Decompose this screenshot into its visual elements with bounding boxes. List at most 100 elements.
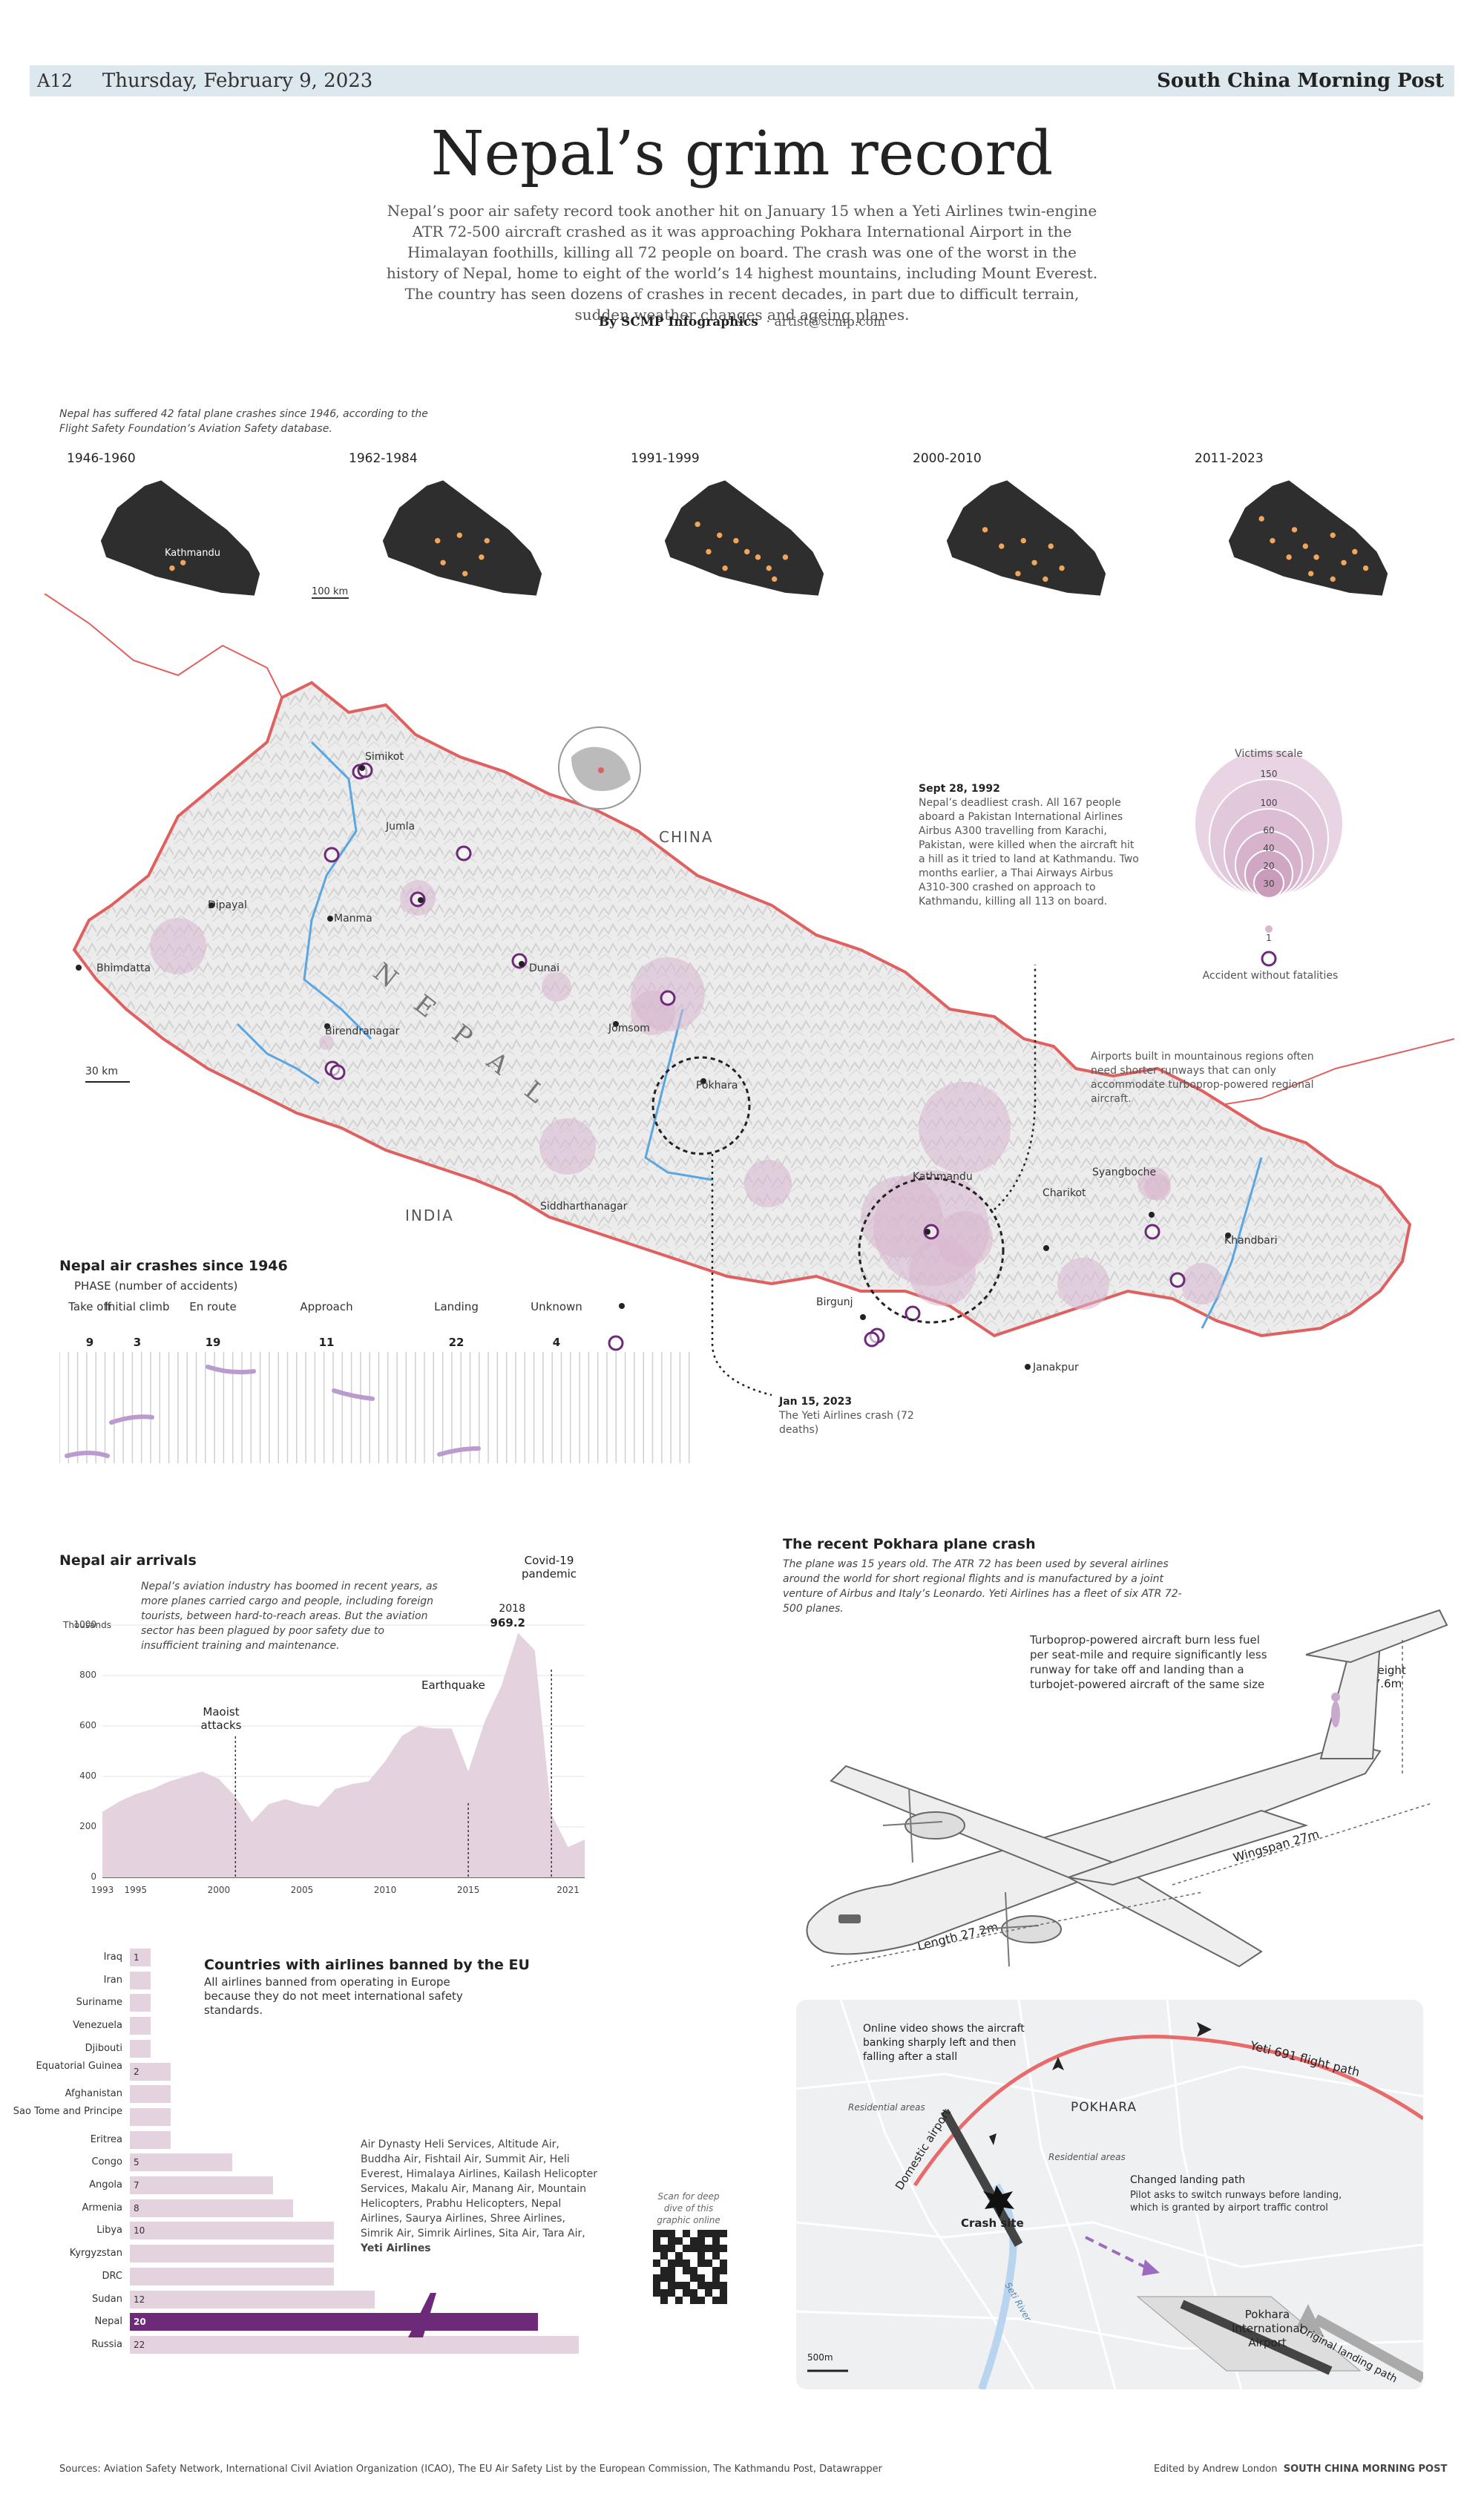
- crash-bubble: [1057, 1258, 1109, 1310]
- bar-value: 12: [134, 2294, 145, 2305]
- wing: [1068, 1809, 1309, 1886]
- crash-bubble: [919, 1082, 1011, 1174]
- bar-value: 10: [134, 2225, 145, 2237]
- era-nepal-shape: [1228, 480, 1388, 596]
- nepal-airlines-highlight: Yeti Airlines: [361, 2242, 431, 2254]
- phase-count: 3: [133, 1336, 142, 1349]
- sources-label: Sources:: [59, 2464, 101, 2475]
- qr-code[interactable]: [653, 2230, 727, 2304]
- crash-bubble: [319, 1035, 334, 1050]
- qr-cell: [720, 2260, 727, 2267]
- place-jomsom: Jomsom: [608, 1023, 650, 1034]
- city-dot: [1043, 1245, 1049, 1251]
- airport-label: Pokhara International Airport: [1232, 2308, 1303, 2349]
- propeller: [1005, 1891, 1010, 1967]
- y-tick: 600: [79, 1720, 96, 1730]
- phase-plane: [65, 1451, 110, 1458]
- qr-cell: [720, 2230, 727, 2237]
- non-fatal-marker: [1144, 1224, 1160, 1240]
- era-nepal-shape: [100, 480, 260, 596]
- bar-armenia: 8: [130, 2199, 293, 2217]
- qr-cell: [683, 2282, 690, 2289]
- person-head: [1331, 1693, 1340, 1701]
- crash-map-scale-label: 500m: [807, 2352, 833, 2363]
- qr-cell: [668, 2260, 675, 2267]
- crash-dot: [1330, 576, 1336, 583]
- arrivals-title: Nepal air arrivals: [59, 1552, 197, 1569]
- phases-title: Nepal air crashes since 1946: [59, 1258, 288, 1274]
- phase-label: En route: [189, 1300, 237, 1313]
- crash-bubble: [1181, 1263, 1223, 1305]
- qr-cell: [697, 2260, 705, 2267]
- qr-cell: [697, 2237, 705, 2245]
- crash-video-note: Online video shows the aircraft banking …: [863, 2023, 1025, 2063]
- qr-cell: [653, 2230, 660, 2237]
- bar-value: 20: [134, 2317, 146, 2328]
- crash-dot: [722, 565, 728, 571]
- city-dot: [209, 902, 214, 908]
- qr-cell: [720, 2289, 727, 2297]
- crash-bubble: [539, 1118, 596, 1175]
- byline: By SCMP Infographics · artist@scmp.com: [598, 315, 886, 329]
- era-label-3: 1991-1999: [631, 451, 700, 466]
- bar-venezuela: [130, 2017, 151, 2035]
- qr-cell: [668, 2237, 675, 2245]
- qr-cell: [705, 2230, 712, 2237]
- kathmandu-focus-circle: [858, 1177, 1005, 1324]
- qr-cell: [668, 2245, 675, 2252]
- y-tick: 200: [79, 1821, 96, 1831]
- crash-dot: [1330, 532, 1336, 538]
- x-tick: 1995: [124, 1885, 148, 1895]
- qr-cell: [660, 2245, 668, 2252]
- qr-cell: [660, 2297, 668, 2304]
- bar-row: 12: [130, 2290, 375, 2308]
- crash-site-icon: [983, 2185, 1014, 2218]
- non-fatal-marker: [324, 847, 340, 863]
- propeller: [979, 1925, 1040, 1930]
- qr-cell: [660, 2274, 668, 2282]
- arrivals-chart: [102, 1624, 585, 1878]
- qr-cell: [705, 2282, 712, 2289]
- brand-logo: South China Morning Post: [1157, 70, 1444, 92]
- bar-country: Venezuela: [73, 2020, 122, 2032]
- city-dot: [76, 965, 82, 971]
- qr-cell: [712, 2282, 720, 2289]
- fuselage: [806, 1742, 1382, 1955]
- era-kathmandu-label: Kathmandu: [165, 548, 220, 559]
- crash-dot: [1291, 527, 1298, 533]
- crash-dot: [1258, 516, 1264, 522]
- sources-text: Aviation Safety Network, International C…: [103, 2464, 882, 2475]
- page-number: A12: [37, 70, 73, 91]
- place-khandbari: Khandbari: [1224, 1235, 1278, 1247]
- country-border: [44, 594, 283, 698]
- nepal-airlines-list: Air Dynasty Heli Services, Altitude Air,…: [361, 2137, 598, 2256]
- byline-email[interactable]: artist@scmp.com: [774, 315, 886, 329]
- crash-dot: [462, 571, 468, 577]
- qr-cell: [712, 2230, 720, 2237]
- non-fatal-marker: [1169, 1272, 1186, 1288]
- original-path-line: [1313, 2314, 1423, 2383]
- phase-label: Initial climb: [105, 1300, 170, 1313]
- plane-illustration: [806, 1609, 1448, 1968]
- qr-cell: [653, 2274, 660, 2282]
- crash-dot: [706, 548, 712, 555]
- river: [303, 741, 372, 1040]
- scale-value: 40: [1263, 843, 1275, 853]
- bar-country: Armenia: [82, 2202, 123, 2214]
- qr-cell: [683, 2245, 690, 2252]
- bar-row: 1: [130, 1949, 151, 1966]
- bar-libya: 10: [130, 2222, 334, 2240]
- y-tick: 400: [79, 1771, 96, 1781]
- victims-scale: [1194, 749, 1344, 967]
- qr-cell: [675, 2297, 683, 2304]
- qr-cell: [675, 2282, 683, 2289]
- crash-bubble: [744, 1160, 792, 1207]
- crash-dot: [782, 554, 789, 560]
- bar-row: 2: [130, 2062, 171, 2081]
- qr-cell: [712, 2252, 720, 2260]
- place-charikot: Charikot: [1043, 1187, 1086, 1199]
- city-dot: [1025, 1364, 1031, 1370]
- qr-caption: Scan for deep dive of this graphic onlin…: [657, 2191, 720, 2225]
- maoist-label: Maoist attacks: [200, 1705, 242, 1732]
- bar-country: Russia: [91, 2338, 122, 2350]
